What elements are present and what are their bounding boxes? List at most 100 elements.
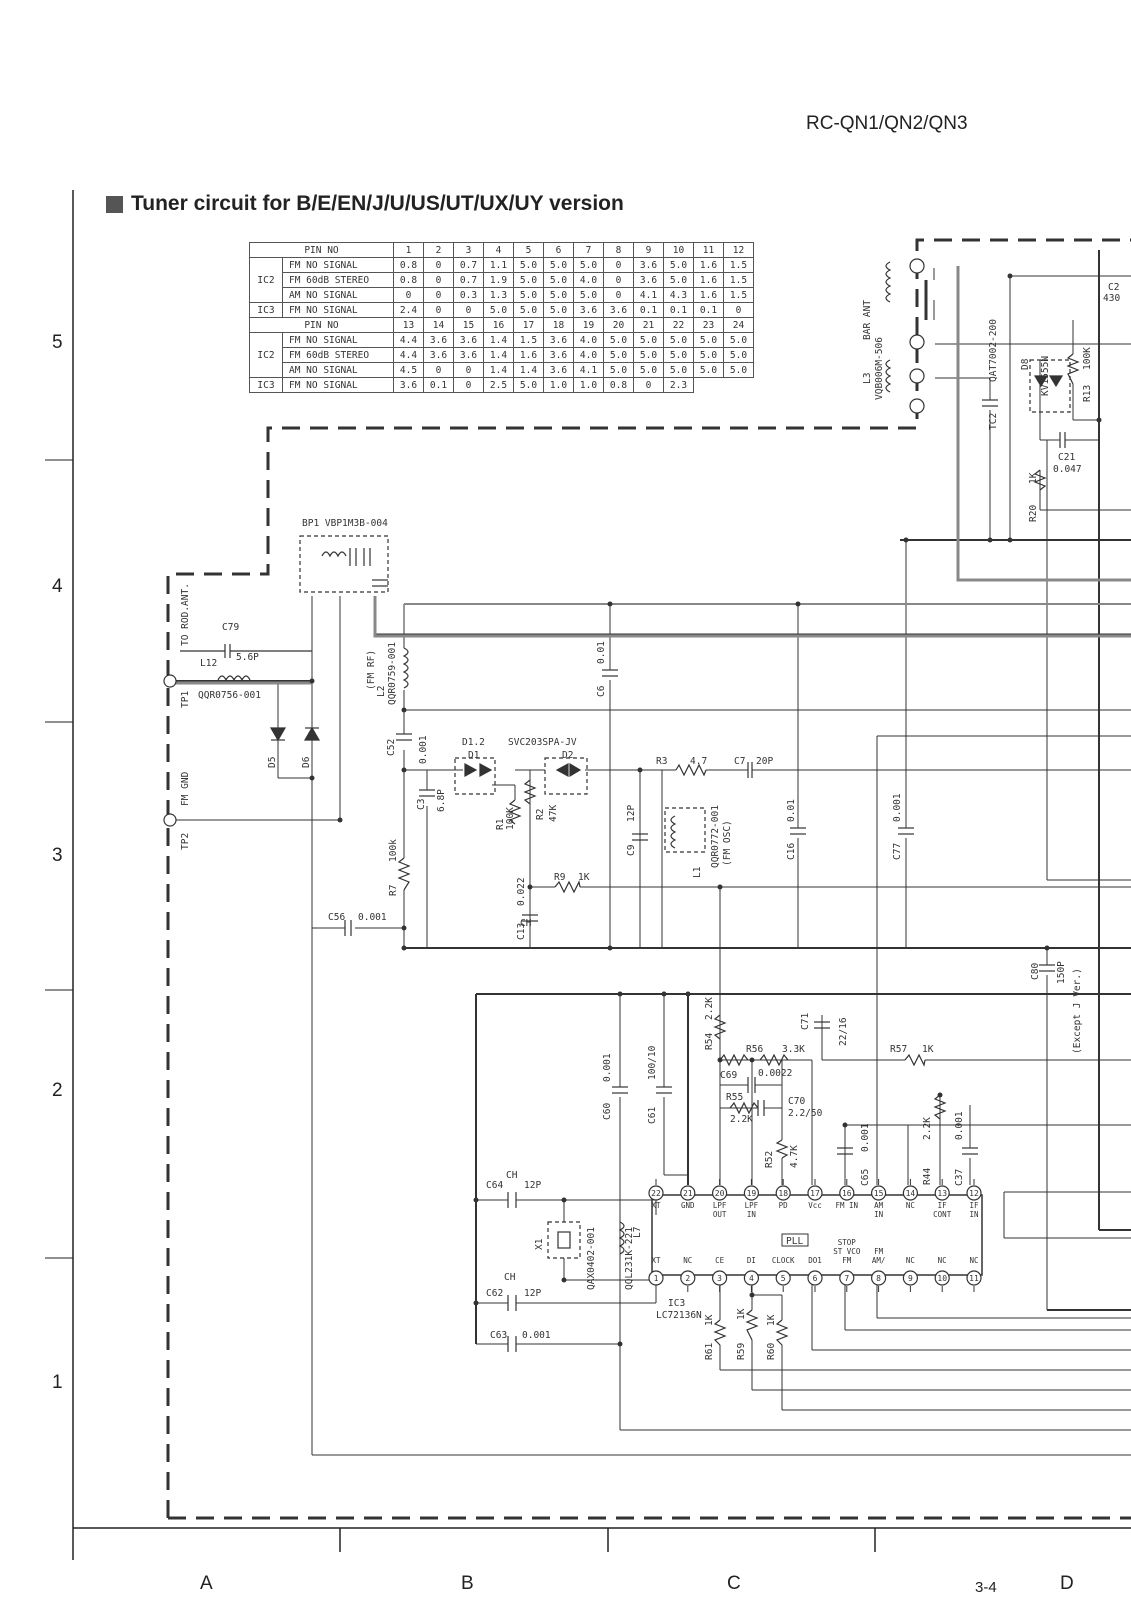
- tp1-terminal: [163, 674, 177, 688]
- row-label-2: 2: [52, 1080, 63, 1101]
- r7-resistor-icon: [397, 857, 411, 891]
- ic3-pin-function-label: DO1: [808, 1256, 822, 1265]
- c64-ch-mark: CH: [506, 1170, 518, 1181]
- ic3-pin-function-label: LPF: [713, 1201, 727, 1210]
- c79-label: C79: [222, 622, 239, 633]
- x1-crystal-box: [547, 1221, 581, 1259]
- bar-ant-terminal-4: [909, 398, 925, 414]
- r1-label: R1: [495, 818, 506, 830]
- gray-rf-wires: [170, 266, 1131, 685]
- ic3-pin-22: [648, 1185, 664, 1201]
- c13-ch-mark: CH: [520, 918, 532, 929]
- r52-label: R52: [764, 1151, 775, 1168]
- c80-label: C80: [1030, 963, 1041, 980]
- ic3-pin-number: 16: [842, 1189, 852, 1198]
- d1-label: D1: [468, 750, 480, 761]
- voltage-cell: 2.3: [663, 377, 694, 393]
- terminals: [163, 258, 925, 827]
- ic3-pin-21: [680, 1185, 696, 1201]
- ic3-pin-18: [775, 1185, 791, 1201]
- page-frame: [45, 190, 1131, 1560]
- r7-value: 100k: [388, 839, 399, 862]
- ic3-pin-function-label: IN: [747, 1210, 756, 1219]
- r60-label: R60: [766, 1343, 777, 1360]
- voltage-cell: 2.5: [483, 377, 514, 393]
- ic3-pin-4: [743, 1270, 760, 1286]
- l2-note: (FM RF): [366, 650, 377, 690]
- d6-diode-icon: [303, 726, 321, 741]
- ic3-pin-function-label: CE: [715, 1256, 725, 1265]
- c9-label: C9: [626, 844, 637, 856]
- ic3-pin-number: 19: [747, 1189, 757, 1198]
- r13-resistor-icon: [1066, 353, 1080, 385]
- x1-part: QAX0402-001: [586, 1227, 597, 1290]
- c56-value: 0.001: [358, 912, 387, 923]
- c65-value: 0.001: [860, 1123, 871, 1152]
- d6-label: D6: [301, 756, 312, 768]
- ic3-pin-19: [743, 1185, 760, 1201]
- c6-label: C6: [596, 685, 607, 697]
- ic3-pin-function-label: DI: [747, 1256, 756, 1265]
- l12-label: L12: [200, 658, 217, 669]
- c2-partial-value: 430: [1103, 293, 1120, 304]
- ic-cell: IC3: [249, 377, 283, 393]
- tp2-terminal: [163, 813, 177, 827]
- ic3-part: LC72136N: [656, 1310, 702, 1321]
- page-number: 3-4: [975, 1579, 997, 1596]
- r2-value: 47K: [548, 805, 559, 822]
- r55-value: 2.2K: [730, 1114, 753, 1125]
- component-labels: BP1 VBP1M3B-004 TO ROD.ANT. TP1 FM GND T…: [180, 282, 1120, 1360]
- c62-ch-mark: CH: [504, 1272, 516, 1283]
- c9-value: 12P: [626, 805, 637, 822]
- row-label-5: 5: [52, 332, 63, 353]
- c3-label: C3: [416, 799, 427, 810]
- voltage-cell: 1.0: [543, 377, 574, 393]
- c69-label: C69: [720, 1070, 737, 1081]
- pll-label: PLL: [786, 1236, 803, 1247]
- ic3-pin-1: [648, 1270, 664, 1286]
- ic3-pin-number: 10: [937, 1274, 947, 1283]
- c21-label: C21: [1058, 452, 1075, 463]
- ic3-pin-number: 14: [906, 1189, 916, 1198]
- ic3-pin-function-label: AM/: [872, 1256, 886, 1265]
- column-label-a: A: [200, 1573, 213, 1594]
- c62-label: C62: [486, 1288, 503, 1299]
- r56-label: R56: [746, 1044, 763, 1055]
- voltage-cell: 5.0: [723, 362, 754, 378]
- square-bullet-icon: [106, 195, 123, 213]
- l2-coil-icon: [402, 647, 409, 689]
- column-label-d: D: [1060, 1573, 1074, 1594]
- r61-label: R61: [704, 1343, 715, 1360]
- ic3-pin-number: 15: [874, 1189, 884, 1198]
- r61-resistor-icon: [713, 1319, 727, 1346]
- c80-note: (Except J Ver.): [1072, 968, 1083, 1054]
- ic3-pin-number: 22: [651, 1189, 661, 1198]
- ic3-pin-16: [839, 1185, 855, 1201]
- row-label-4: 4: [52, 576, 63, 597]
- l12-coil-icon: [217, 675, 251, 682]
- r52-resistor-icon: [775, 1139, 789, 1159]
- r60-resistor-icon: [775, 1319, 789, 1346]
- r59-value: 1K: [736, 1308, 747, 1320]
- ic3-pin-number: 3: [717, 1274, 722, 1283]
- pll-box: [781, 1233, 809, 1247]
- d8-varactor-icon: [1033, 375, 1049, 388]
- r2-resistor-icon: [523, 779, 537, 805]
- ic3-pin-number: 6: [813, 1274, 818, 1283]
- bar-ant-terminal-2: [909, 334, 925, 350]
- ic3-pin-function-label: FM: [842, 1256, 852, 1265]
- c56-label: C56: [328, 912, 345, 923]
- c60-value: 0.001: [602, 1053, 613, 1082]
- ic3-pin-20: [711, 1185, 728, 1201]
- ic3-pin-number: 5: [781, 1274, 786, 1283]
- shield-outline: [166, 238, 1131, 1520]
- r44-resistor-icon: [933, 1094, 947, 1120]
- r3-value: 4.7: [690, 756, 707, 767]
- r57-label: R57: [890, 1044, 907, 1055]
- r9-label: R9: [554, 872, 566, 883]
- fm-gnd-label: FM GND: [180, 771, 191, 806]
